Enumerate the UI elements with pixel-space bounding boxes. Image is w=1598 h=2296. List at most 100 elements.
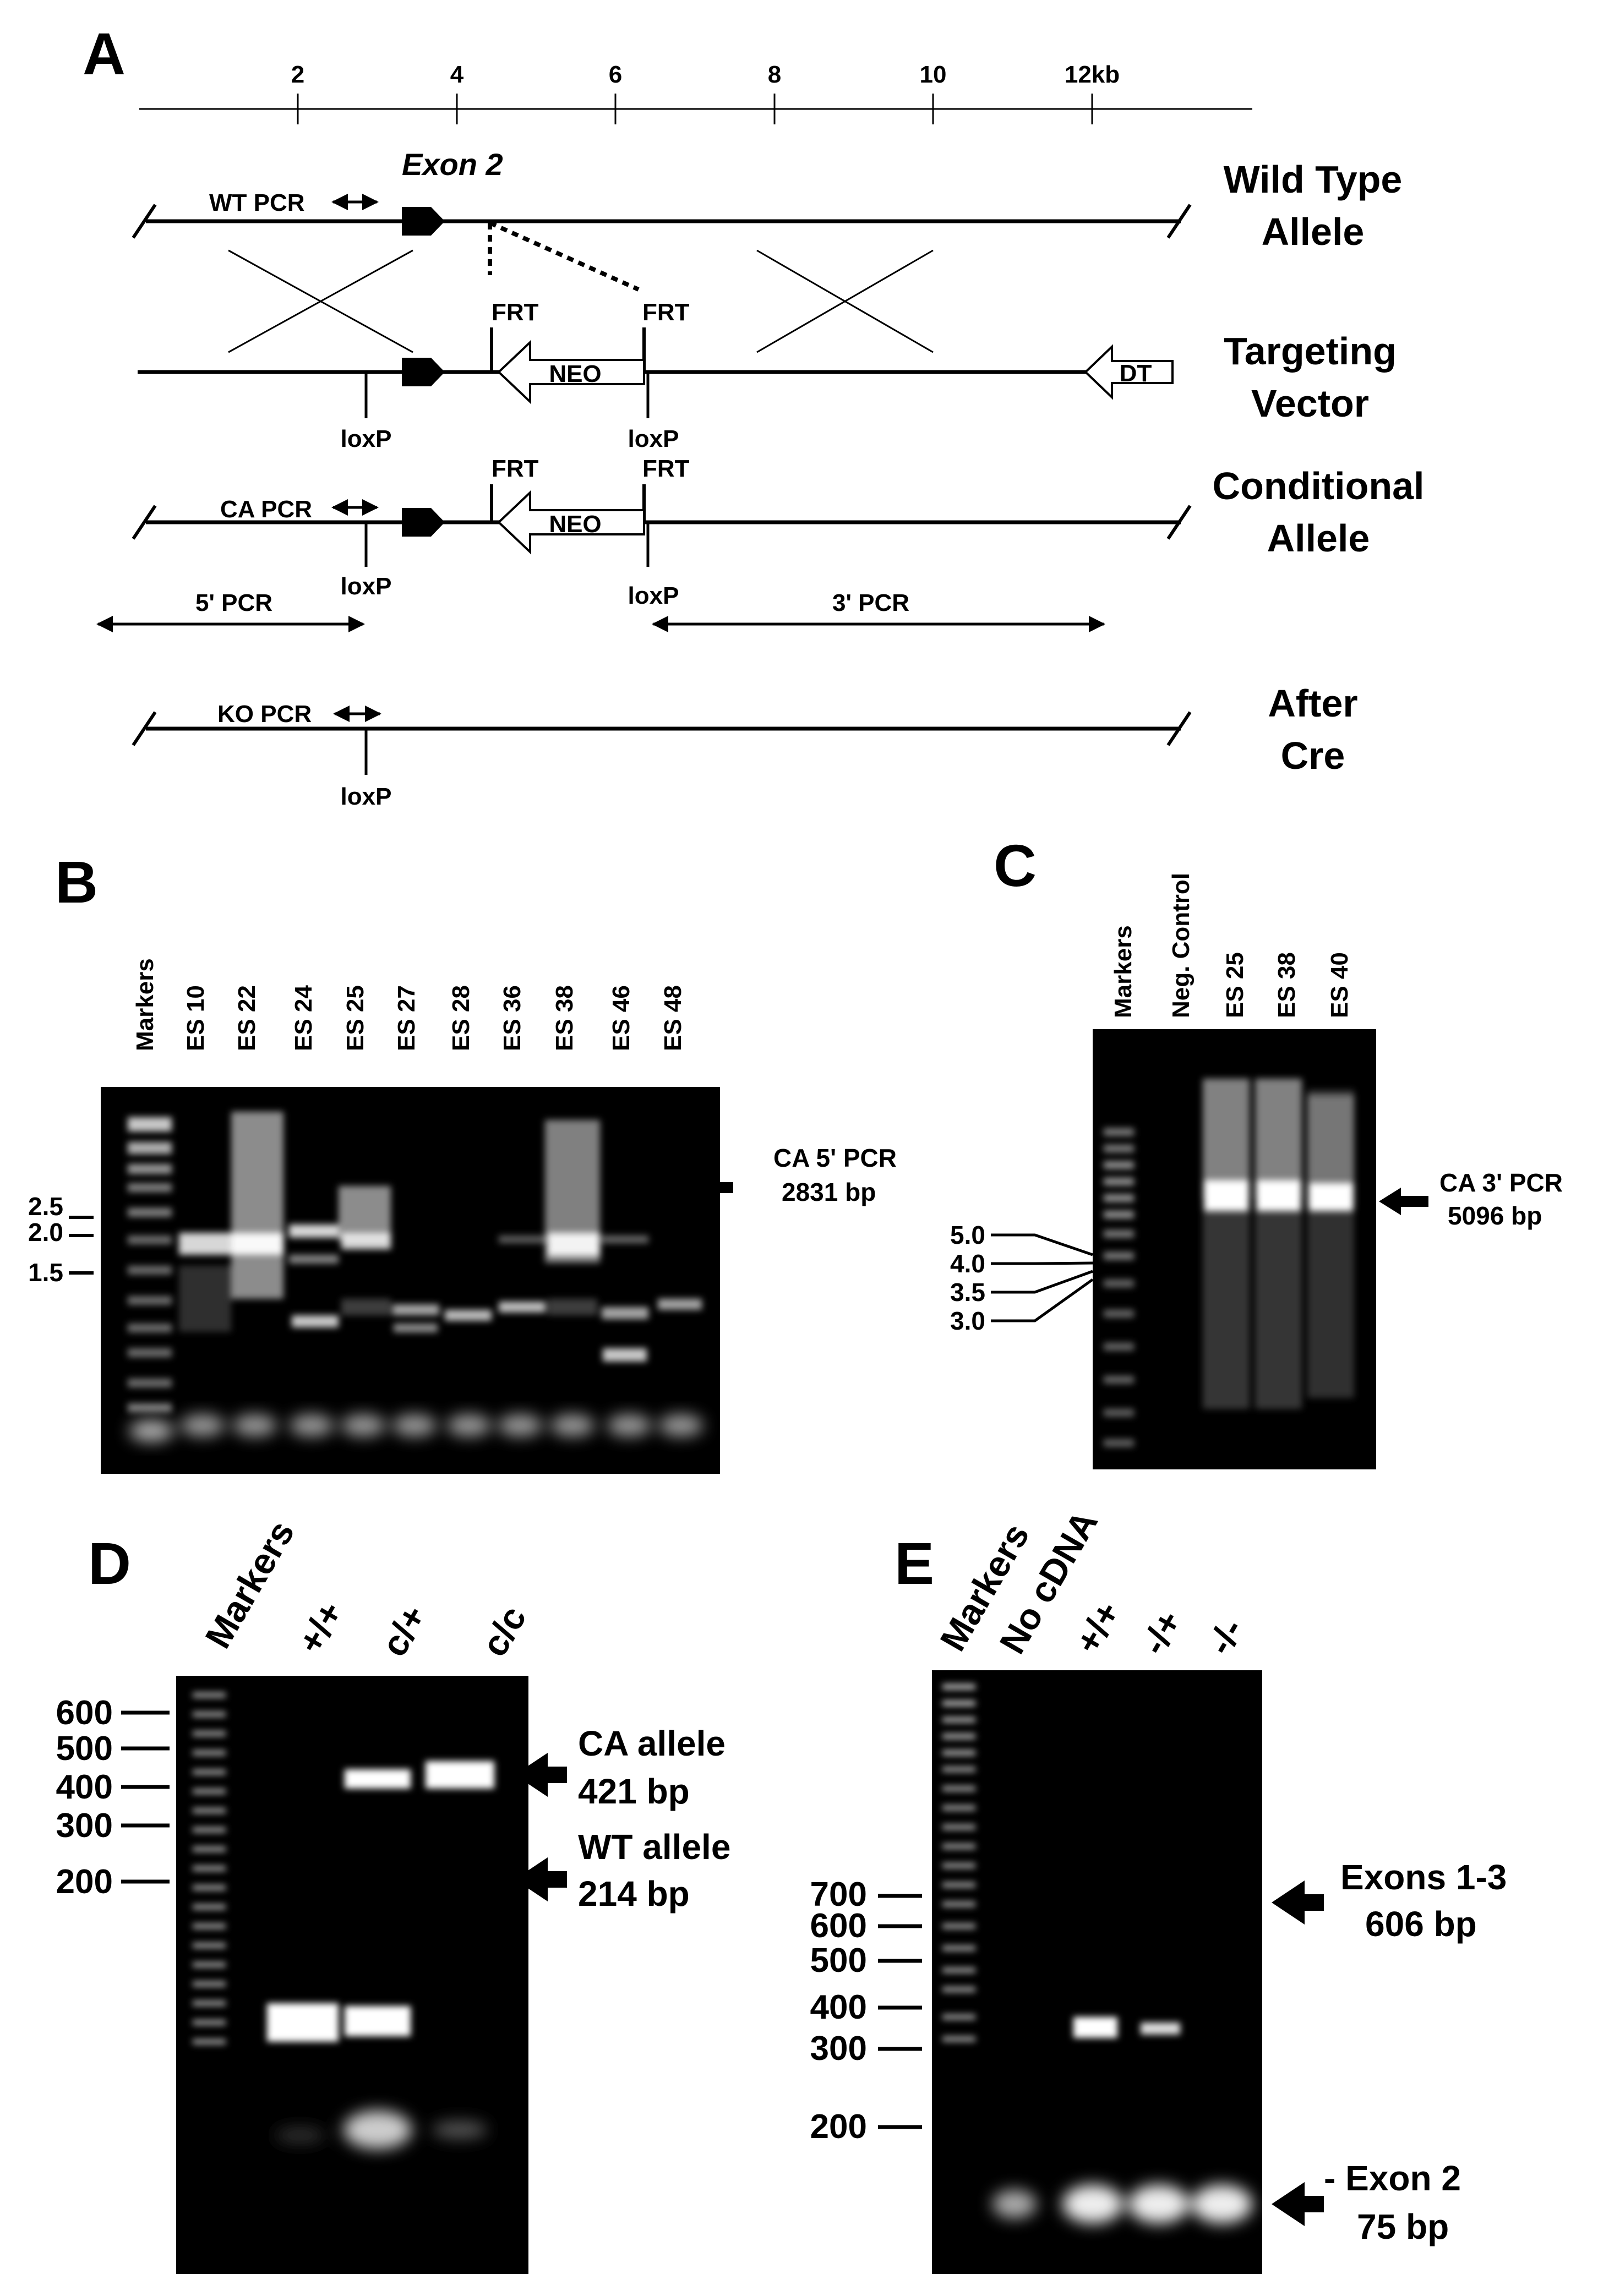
pcr3-label: 3' PCR — [832, 589, 909, 616]
gel-d-marker-label: 400 — [56, 1768, 113, 1806]
gel-b-marker-label: 1.5 — [28, 1258, 63, 1287]
gel-b-lane-label: ES 36 — [499, 985, 526, 1051]
dt-label: DT — [1120, 360, 1152, 387]
gel-b-lane-label: Markers — [132, 958, 159, 1051]
wild-type-title-2: Allele — [1262, 210, 1365, 253]
exon2-block — [402, 207, 445, 236]
panel-label-d: D — [88, 1530, 131, 1597]
gel-c-bands — [1104, 1079, 1354, 1447]
arrow-left-icon — [1379, 1188, 1428, 1215]
gel-e-marker-label: 200 — [810, 2108, 867, 2146]
gel-c-product-size: 5096 bp — [1448, 1201, 1542, 1230]
gel-c-lane-label: Neg. Control — [1168, 873, 1195, 1018]
gel-d-marker-label: 200 — [56, 1863, 113, 1901]
gel-b-lane-label: ES 46 — [608, 985, 635, 1051]
gel-d-marker-label: 300 — [56, 1807, 113, 1845]
conditional-title: Conditional — [1213, 464, 1425, 507]
panel-e: E Markers No cDNA +/+ -/+ -/- — [810, 1504, 1507, 2274]
wt-allele-label: WT allele — [578, 1827, 730, 1867]
gel-e-image — [932, 1670, 1262, 2274]
wild-type-allele: Exon 2 WT PCR Wild Type Allele — [132, 147, 1403, 292]
gel-e-marker-label: 500 — [810, 1942, 867, 1980]
panel-label-c: C — [994, 832, 1037, 899]
gel-d-size-markers: 600 500 400 300 200 — [56, 1694, 170, 1901]
deletion-dashed-line — [489, 221, 640, 292]
scale-tick-label: 6 — [609, 61, 622, 88]
gel-e-lane-label: -/- — [1199, 1611, 1251, 1661]
gel-c-marker-label: 3.0 — [950, 1306, 985, 1335]
exon2-label: Exon 2 — [402, 147, 503, 182]
scale-tick-label: 4 — [450, 61, 464, 88]
gel-e-marker-label: 700 — [810, 1876, 867, 1914]
gel-b-lane-label: ES 38 — [551, 985, 578, 1051]
gel-b-product-size: 2831 bp — [782, 1178, 876, 1206]
gel-c-size-markers: 5.0 4.0 3.5 3.0 — [950, 1221, 1094, 1335]
exon2-product-size: 75 bp — [1357, 2207, 1449, 2246]
panel-b: B Markers ES 10 ES 22 ES 24 ES 25 ES 27 … — [28, 849, 897, 1474]
loxp-label: loxP — [628, 425, 679, 452]
frt-label: FRT — [492, 299, 539, 326]
frt-label: FRT — [492, 455, 539, 482]
gel-b-size-markers: 2.5 2.0 1.5 — [28, 1192, 94, 1287]
gel-b-lane-label: ES 22 — [233, 985, 260, 1051]
panel-d: D Markers +/+ c/+ c/c — [56, 1514, 730, 2274]
scale-tick-label: 12kb — [1065, 61, 1120, 88]
panel-label-e: E — [895, 1530, 934, 1597]
kb-scale: 2 4 6 8 10 12kb — [139, 61, 1252, 124]
gel-b-primer-dimers — [129, 1414, 703, 1442]
dt-cassette — [1084, 344, 1174, 400]
exons13-label: Exons 1-3 — [1340, 1857, 1507, 1897]
gel-c-annotation: CA 3' PCR 5096 bp — [1379, 1168, 1563, 1230]
after-cre-title-2: Cre — [1281, 734, 1345, 777]
gel-d-marker-label: 500 — [56, 1730, 113, 1768]
gel-c-lane-label: Markers — [1110, 925, 1137, 1018]
gel-e-primer-dimers — [992, 2185, 1252, 2223]
gel-d-lane-label: c/c — [473, 1599, 534, 1663]
gel-b-bands — [128, 1112, 702, 1412]
after-cre-allele: KO PCR loxP After Cre — [132, 682, 1358, 810]
gel-e-size-markers: 700 600 500 400 300 200 — [810, 1876, 922, 2146]
panel-c: C Markers Neg. Control ES 25 ES 38 ES 40 — [950, 832, 1563, 1469]
after-cre-title: After — [1268, 682, 1357, 725]
gel-b-lane-label: ES 10 — [182, 985, 209, 1051]
gel-d-lane-label: c/+ — [373, 1598, 434, 1663]
targeting-title: Targeting — [1224, 330, 1397, 373]
gel-d-annotations: CA allele 421 bp WT allele 214 bp — [515, 1724, 730, 1914]
gel-e-marker-label: 600 — [810, 1907, 867, 1945]
gel-e-lane-labels: Markers No cDNA +/+ -/+ -/- — [932, 1504, 1251, 1661]
gel-e-lane-label: +/+ — [1067, 1594, 1128, 1660]
conditional-allele: CA PCR FRT FRT NEO loxP loxP Conditional… — [96, 455, 1425, 632]
gel-c-lane-label: ES 38 — [1273, 952, 1300, 1018]
gel-b-lane-label: ES 24 — [290, 985, 317, 1051]
scale-tick-label: 10 — [920, 61, 947, 88]
gel-e-marker-label: 400 — [810, 1988, 867, 2026]
frt-label: FRT — [642, 455, 690, 482]
gel-b-lane-label: ES 48 — [659, 985, 686, 1051]
gel-d-marker-label: 600 — [56, 1694, 113, 1732]
targeting-vector: FRT FRT NEO DT loxP loxP Targeting Vecto… — [138, 299, 1397, 452]
scale-tick-label: 8 — [768, 61, 781, 88]
neo-cassette — [497, 490, 645, 555]
gel-d-lane-labels: Markers +/+ c/+ c/c — [197, 1514, 534, 1663]
gel-d-bands — [193, 1692, 494, 2044]
wild-type-title: Wild Type — [1224, 158, 1403, 201]
ca-allele-size: 421 bp — [578, 1772, 690, 1811]
panel-a: A 2 4 6 8 10 12kb Exon 2 WT PCR — [83, 20, 1424, 810]
gel-c-marker-label: 3.5 — [950, 1278, 985, 1306]
gel-d-primer-dimers — [275, 2111, 487, 2149]
gel-b-lane-label: ES 25 — [342, 985, 369, 1051]
scale-tick-label: 2 — [291, 61, 304, 88]
loxp-label: loxP — [341, 425, 392, 452]
loxp-label: loxP — [341, 783, 392, 810]
panel-label-a: A — [83, 20, 126, 87]
gel-b-lane-labels: Markers ES 10 ES 22 ES 24 ES 25 ES 27 ES… — [132, 958, 686, 1051]
conditional-title-2: Allele — [1267, 517, 1370, 560]
gel-e-annotations: Exons 1-3 606 bp - Exon 2 75 bp — [1272, 1857, 1507, 2246]
recombination-cross — [228, 249, 934, 353]
gel-c-marker-label: 5.0 — [950, 1221, 985, 1249]
wt-allele-size: 214 bp — [578, 1874, 690, 1914]
loxp-label: loxP — [628, 582, 679, 609]
pcr5-label: 5' PCR — [195, 589, 272, 616]
gel-c-lane-label: ES 40 — [1326, 952, 1353, 1018]
